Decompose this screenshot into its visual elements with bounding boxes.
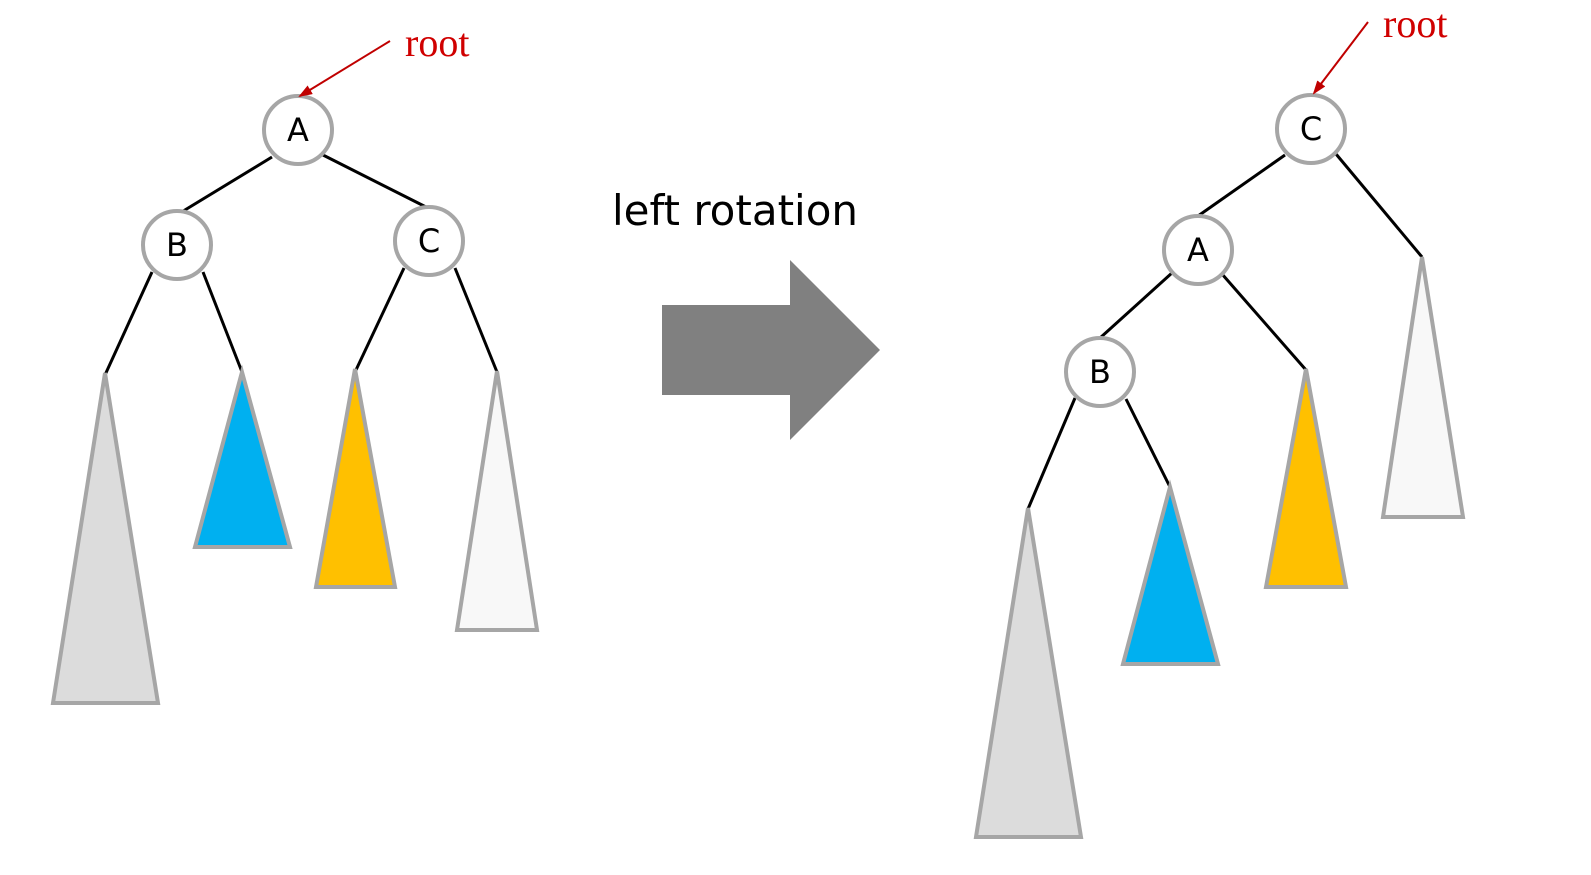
node-a-label: A — [1187, 231, 1209, 269]
subtree-gray — [973, 507, 1084, 839]
edge-a-b — [179, 155, 273, 215]
subtree-gray — [50, 372, 161, 705]
subtree-white — [454, 370, 540, 632]
edge-b-gray-subtree — [1026, 397, 1077, 510]
right-arrow-icon — [662, 260, 880, 440]
edge-a-c — [322, 153, 429, 210]
transform: left rotation — [612, 186, 880, 440]
edge-c-white-subtree — [1334, 153, 1424, 258]
node-a: A — [1162, 214, 1234, 286]
node-c-label: C — [418, 222, 440, 260]
edge-c-a — [1197, 153, 1286, 218]
edge-c-yellow-subtree — [354, 267, 406, 371]
subtree-white — [1380, 256, 1466, 519]
edge-b-blue-subtree — [1124, 398, 1172, 488]
node-b-label: B — [166, 226, 188, 264]
node-b-label: B — [1089, 353, 1111, 391]
node-c: C — [1275, 93, 1347, 165]
node-a: A — [262, 94, 334, 166]
root-pointer-arrow-after — [1312, 21, 1369, 95]
rotation-caption: left rotation — [612, 186, 858, 235]
node-c: C — [393, 205, 465, 277]
root-pointer-arrow-before — [298, 40, 391, 98]
subtree-blue — [1120, 479, 1221, 666]
tree-before: A B C root — [50, 20, 540, 705]
subtree-yellow — [313, 368, 398, 589]
edge-b-blue-subtree — [201, 271, 244, 373]
tree-after: C A B root — [973, 1, 1466, 839]
node-b: B — [1064, 336, 1136, 408]
edge-a-b — [1098, 270, 1175, 340]
node-a-label: A — [287, 111, 309, 149]
node-b: B — [141, 209, 213, 281]
root-label-after: root — [1383, 1, 1447, 46]
root-label-before: root — [405, 20, 469, 65]
edge-c-white-subtree — [453, 267, 499, 373]
edge-b-gray-subtree — [103, 271, 154, 376]
edge-a-yellow-subtree — [1220, 273, 1308, 371]
node-c-label: C — [1300, 110, 1322, 148]
subtree-blue — [192, 364, 293, 549]
subtree-yellow — [1263, 368, 1349, 589]
